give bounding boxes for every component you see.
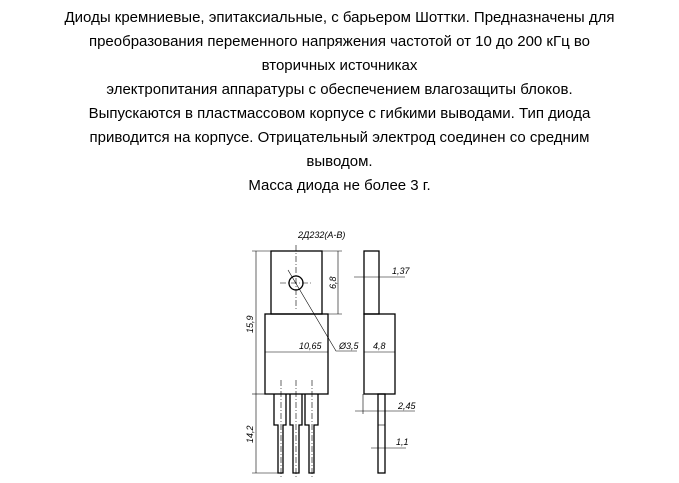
tab-front (270, 250, 323, 315)
dim-hole: Ø3,5 (338, 341, 360, 351)
description-text: Диоды кремниевые, эпитаксиальные, с барь… (0, 0, 679, 198)
dim-tab-thickness: 1,37 (392, 266, 411, 276)
description-line: Масса диода не более 3 г. (248, 177, 431, 194)
description-line: электропитания аппаратуры с обеспечением… (106, 81, 573, 98)
description-line: Выпускаются в пластмассовом корпусе с ги… (88, 105, 591, 122)
body-front (264, 313, 329, 395)
tab-side (363, 250, 380, 315)
dim-side-width: 4,8 (373, 341, 386, 351)
dim-height: 15,9 (245, 315, 255, 333)
leads-front (273, 380, 319, 477)
description-line: вторичных источниках (261, 57, 418, 74)
description-line: выводом. (306, 153, 373, 170)
body-side (363, 313, 396, 395)
description-line: преобразования переменного напряжения ча… (88, 33, 591, 50)
drawing-title: 2Д232(А-В) (297, 230, 345, 240)
dim-tab-height: 6,8 (328, 276, 338, 289)
description-line: приводится на корпусе. Отрицательный эле… (89, 129, 590, 146)
dim-lead-thickness: 1,1 (396, 437, 409, 447)
lead-side (377, 393, 386, 474)
description-line: Диоды кремниевые, эпитаксиальные, с барь… (64, 9, 615, 26)
dim-lead-length: 14,2 (245, 425, 255, 443)
dim-body-width: 10,65 (299, 341, 323, 351)
dim-lead-width: 2,45 (397, 401, 417, 411)
